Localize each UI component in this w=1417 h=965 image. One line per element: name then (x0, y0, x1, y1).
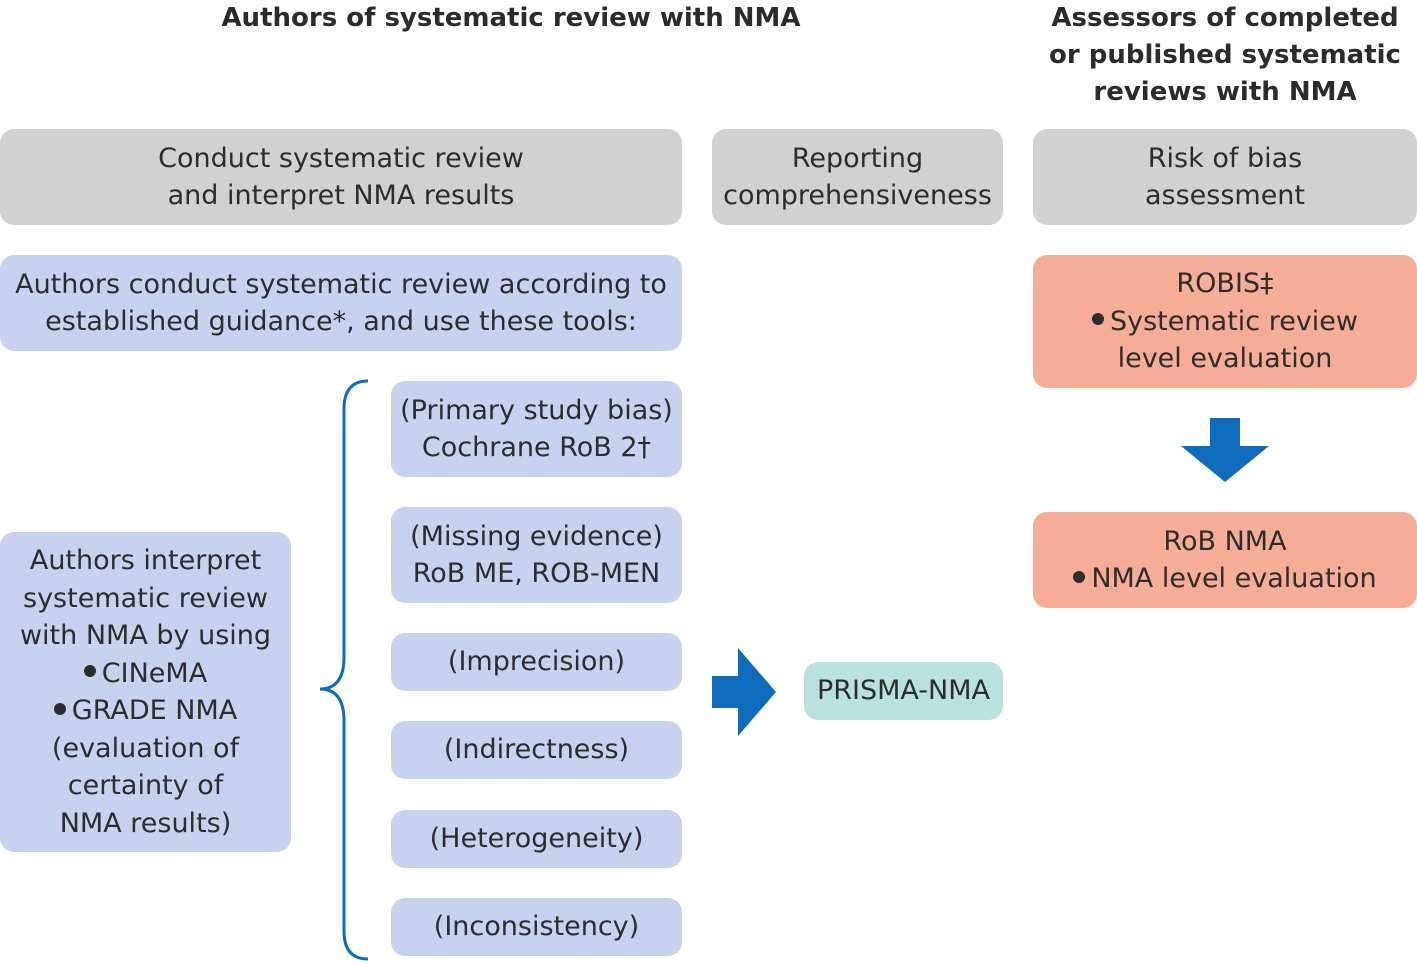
authors-interpret-box: Authors interpret systematic review with… (0, 532, 291, 852)
tool-indirectness: (Indirectness) (391, 721, 682, 779)
down-arrow-icon (1181, 418, 1269, 482)
interpret-line-1: Authors interpret (29, 545, 262, 576)
tool-5-label: (Heterogeneity) (429, 823, 644, 855)
rob-nma-bullet: NMA level evaluation (1073, 560, 1377, 598)
robis-bullet: Systematic review (1091, 303, 1358, 341)
tool-1-line-1: (Primary study bias) (400, 394, 673, 426)
bullet-icon (1091, 313, 1104, 326)
tool-heterogeneity: (Heterogeneity) (391, 810, 682, 868)
tool-missing-evidence: (Missing evidence) RoB ME, ROB-MEN (391, 507, 682, 603)
curly-brace-icon (319, 379, 369, 961)
tool-2-line-2: RoB ME, ROB-MEN (412, 558, 661, 589)
bullet-icon (1073, 570, 1086, 583)
bullet-icon (83, 665, 96, 677)
prisma-nma-box: PRISMA-NMA (804, 662, 1003, 720)
authors-header: Authors of systematic review with NMA (221, 3, 801, 33)
reporting-column-header: Reporting comprehensiveness (712, 129, 1003, 225)
robis-box: ROBIS‡ Systematic review level evaluatio… (1033, 255, 1417, 388)
assessors-header-line-2: or published systematic (1049, 40, 1401, 70)
conduct-line-1: Conduct systematic review (158, 142, 524, 174)
interpret-bullet-1: CINeMA (83, 655, 207, 693)
tool-1-line-2: Cochrane RoB 2† (421, 432, 652, 463)
interpret-bullet-2: GRADE NMA (53, 692, 237, 730)
tool-imprecision: (Imprecision) (391, 633, 682, 691)
tool-6-label: (Inconsistency) (433, 911, 640, 943)
assessors-header-line-3: reviews with NMA (1093, 77, 1357, 107)
interpret-line-3: with NMA by using (19, 620, 272, 651)
conduct-column-header: Conduct systematic review and interpret … (0, 129, 682, 225)
tool-3-label: (Imprecision) (447, 646, 626, 678)
conduct-line-2: and interpret NMA results (167, 180, 515, 211)
tool-4-label: (Indirectness) (443, 734, 630, 766)
robis-title: ROBIS‡ (1176, 268, 1274, 300)
rob-nma-box: RoB NMA NMA level evaluation (1033, 512, 1417, 608)
interpret-tail-3: NMA results) (59, 807, 232, 839)
right-arrow-icon (712, 648, 776, 736)
rob-nma-title: RoB NMA (1163, 525, 1287, 557)
robis-cont: level evaluation (1117, 343, 1333, 375)
assessors-header-line-1: Assessors of completed (1051, 3, 1399, 33)
risk-line-1: Risk of bias (1147, 142, 1303, 174)
authors-conduct-line-1: Authors conduct systematic review accord… (15, 268, 667, 300)
interpret-line-2: systematic review (23, 582, 268, 614)
interpret-tail-1: (evaluation of (51, 732, 240, 764)
assessors-header: Assessors of completed or published syst… (1030, 0, 1417, 111)
tool-primary-study-bias: (Primary study bias) Cochrane RoB 2† (391, 381, 682, 477)
authors-conduct-line-2: established guidance*, and use these too… (45, 306, 637, 337)
risk-column-header: Risk of bias assessment (1033, 129, 1417, 225)
authors-conduct-box: Authors conduct systematic review accord… (0, 255, 682, 351)
risk-line-2: assessment (1144, 180, 1306, 211)
interpret-tail-2: certainty of (67, 770, 224, 801)
prisma-nma-label: PRISMA-NMA (816, 675, 991, 707)
reporting-line-2: comprehensiveness (723, 180, 992, 211)
tool-2-line-1: (Missing evidence) (410, 520, 663, 552)
reporting-line-1: Reporting (791, 142, 924, 174)
bullet-icon (53, 702, 66, 715)
tool-inconsistency: (Inconsistency) (391, 898, 682, 956)
